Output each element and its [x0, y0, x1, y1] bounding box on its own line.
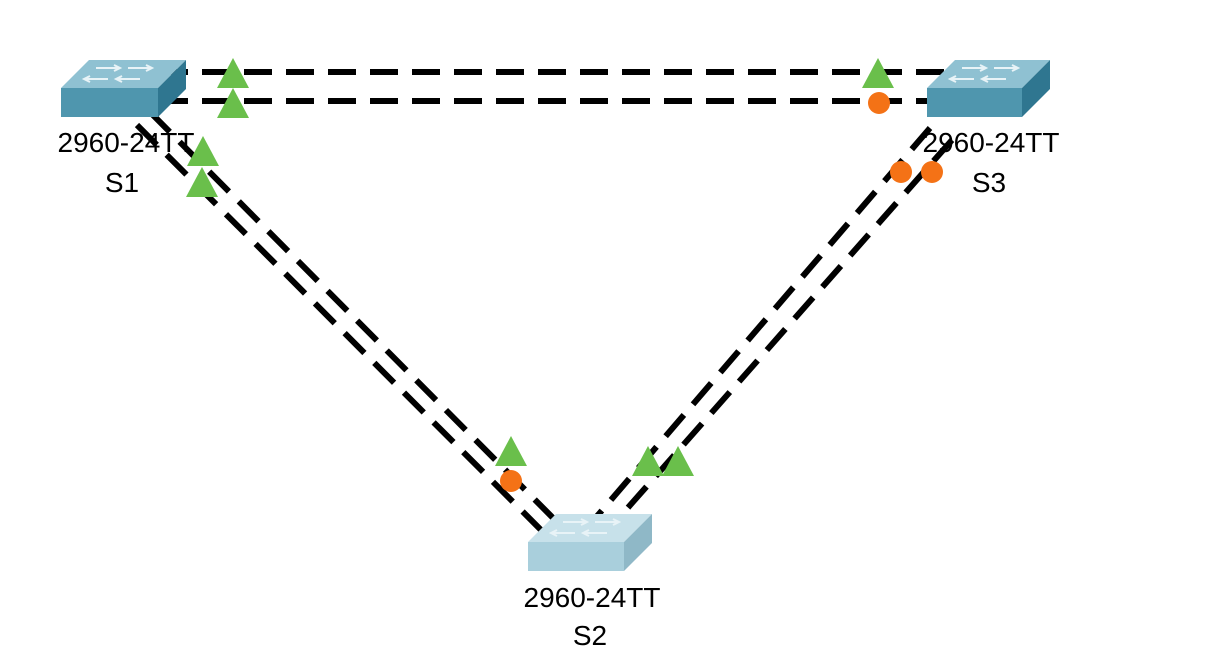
- port-forwarding-triangle-icon: [862, 58, 894, 88]
- port-forwarding-triangle-icon: [632, 446, 664, 476]
- switch-s3[interactable]: 2960-24TT S3: [923, 60, 1060, 198]
- port-forwarding-triangle-icon: [662, 446, 694, 476]
- port-forwarding-triangle-icon: [217, 88, 249, 118]
- port-forwarding-triangle-icon: [187, 136, 219, 166]
- port-forwarding-triangle-icon: [217, 58, 249, 88]
- switch-s2[interactable]: 2960-24TT S2: [524, 514, 661, 651]
- port-blocking-circle-icon: [890, 161, 912, 183]
- switch-s3-model-label: 2960-24TT: [923, 127, 1060, 158]
- links: [134, 69, 955, 538]
- port-forwarding-triangle-icon: [495, 436, 527, 466]
- link-s1-s2-a[interactable]: [147, 109, 566, 531]
- link-s3-s2-b[interactable]: [607, 138, 955, 530]
- switch-s2-model-label: 2960-24TT: [524, 582, 661, 613]
- switch-s1-model-label: 2960-24TT: [58, 127, 195, 158]
- port-indicators: [186, 58, 943, 492]
- switch-s1-icon: [61, 60, 186, 117]
- port-blocking-circle-icon: [921, 161, 943, 183]
- switch-s1[interactable]: 2960-24TT S1: [58, 60, 195, 198]
- switch-s1-name-label: S1: [105, 167, 139, 198]
- switch-s3-name-label: S3: [972, 167, 1006, 198]
- switch-s2-name-label: S2: [573, 620, 607, 651]
- port-blocking-circle-icon: [500, 470, 522, 492]
- port-forwarding-triangle-icon: [186, 167, 218, 197]
- switch-s3-icon: [927, 60, 1050, 117]
- port-blocking-circle-icon: [868, 92, 890, 114]
- switch-s2-icon: [528, 514, 652, 571]
